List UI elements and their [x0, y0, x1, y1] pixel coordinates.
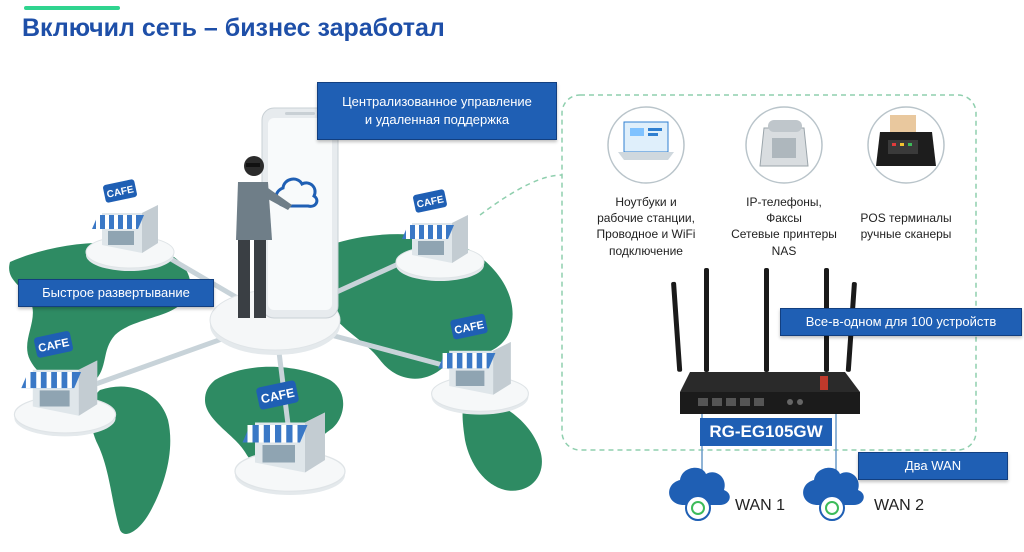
ip-phones-caption: IP-телефоны, Факсы Сетевые принтеры NAS [731, 195, 837, 258]
all-in-one-label: Все-в-одном для 100 устройств [780, 308, 1022, 336]
wan1-label: WAN 1 [735, 497, 786, 514]
cloud-icon [669, 467, 730, 521]
cafe-building: CAFE [431, 313, 529, 415]
smartphone-illustration [261, 107, 339, 319]
laptops-caption: Ноутбуки и рабочие станции, Проводное и … [596, 195, 696, 258]
cafe-sign: CAFE [450, 313, 488, 340]
cafe-sign: CAFE [413, 189, 447, 213]
router-model-label: RG-EG105GW [700, 418, 832, 446]
cafe-locations: CAFE CAFE CAFE CAFE CAFE [13, 179, 529, 495]
cafe-sign: CAFE [33, 331, 74, 358]
cafe-sign: CAFE [103, 179, 137, 203]
cafe-sign: CAFE [256, 380, 299, 410]
router-illustration [671, 268, 860, 414]
svg-text:CAFE: CAFE [260, 386, 296, 407]
wan2-label: WAN 2 [874, 497, 925, 514]
fast-deployment-label: Быстрое развертывание [18, 279, 214, 307]
dual-wan-label: Два WAN [858, 452, 1008, 480]
cafe-building: CAFE [395, 189, 485, 281]
cafe-building: CAFE [13, 331, 117, 437]
pos-terminal-icon [876, 115, 936, 166]
cafe-building: CAFE [234, 380, 346, 495]
devices-region [561, 94, 977, 451]
accent-bar [24, 6, 120, 10]
cloud-icon [803, 467, 864, 521]
ip-phone-icon [759, 120, 809, 167]
laptop-icon [618, 121, 674, 160]
businessman-illustration [236, 156, 292, 318]
cloud-management-icon [274, 177, 319, 208]
pos-caption: POS терминалы ручные сканеры [860, 211, 952, 242]
page-title: Включил сеть – бизнес заработал [22, 14, 445, 42]
central-management-label: Централизованное управление и удаленная … [317, 82, 557, 140]
cafe-building: CAFE [85, 179, 175, 271]
